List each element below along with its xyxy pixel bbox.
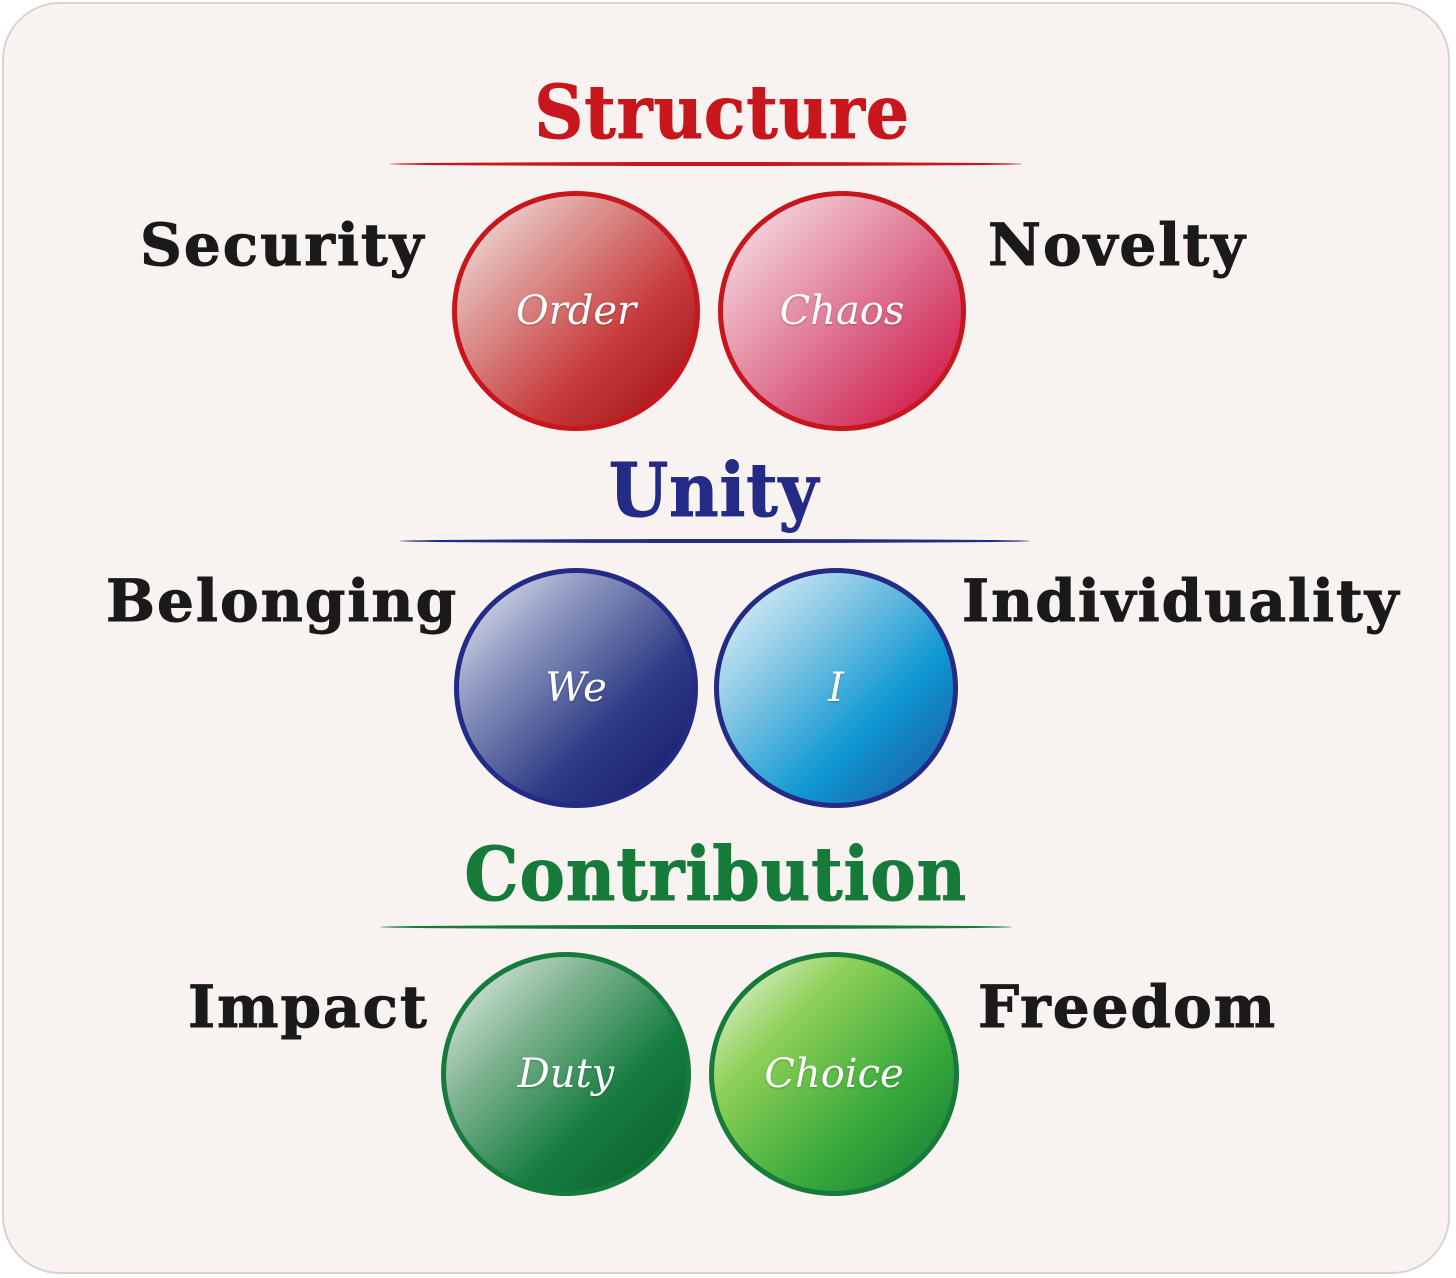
i-text: I	[828, 665, 844, 711]
security-label: Security	[139, 211, 426, 279]
belonging-label: Belonging	[105, 567, 459, 635]
duty-text: Duty	[517, 1051, 615, 1097]
order-circle: Order	[452, 191, 700, 431]
unity-divider	[400, 539, 1030, 543]
i-circle: I	[714, 568, 958, 808]
order-text: Order	[515, 288, 637, 334]
contribution-title: Contribution	[464, 832, 968, 918]
individuality-label: Individuality	[962, 567, 1401, 635]
impact-label: Impact	[188, 973, 429, 1041]
choice-circle: Choice	[709, 952, 959, 1196]
freedom-label: Freedom	[977, 973, 1278, 1041]
structure-divider	[390, 162, 1022, 166]
chaos-text: Chaos	[779, 288, 905, 334]
we-circle: We	[454, 568, 698, 808]
contribution-divider	[380, 925, 1012, 929]
chaos-circle: Chaos	[718, 191, 966, 431]
novelty-label: Novelty	[988, 211, 1247, 279]
duty-circle: Duty	[441, 952, 691, 1196]
structure-title: Structure	[534, 70, 911, 156]
unity-title: Unity	[608, 448, 820, 534]
choice-text: Choice	[764, 1051, 904, 1097]
we-text: We	[545, 665, 607, 711]
